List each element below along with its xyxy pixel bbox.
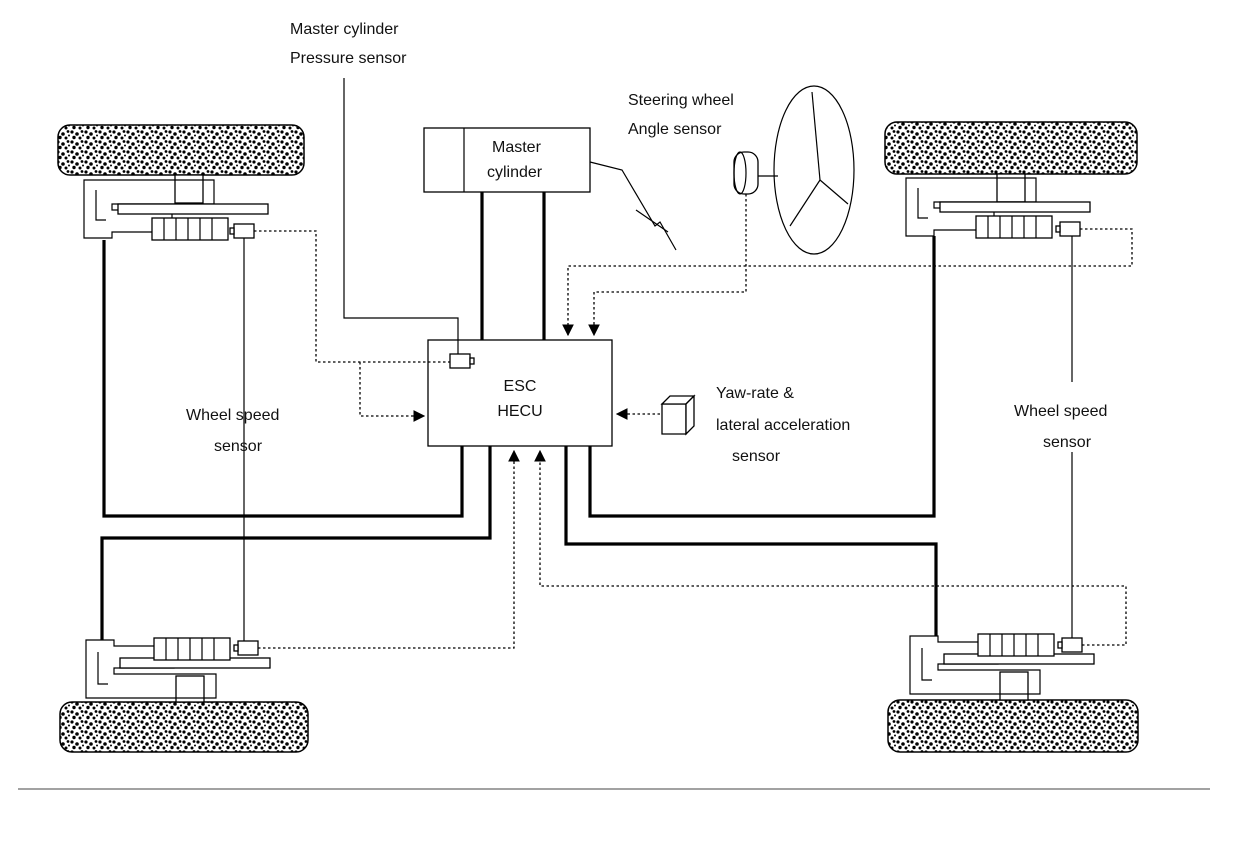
signal-lines — [254, 194, 1133, 649]
tire-front-right — [884, 121, 1138, 175]
label-steering-2: Angle sensor — [628, 121, 722, 138]
label-master-cylinder-2: cylinder — [487, 164, 543, 181]
label-wss-right-1: Wheel speed — [1014, 403, 1107, 420]
hydraulic-lines — [100, 192, 938, 640]
wheel-assembly-rear-left — [85, 637, 271, 703]
tire-front-left — [57, 124, 305, 176]
yaw-rate-sensor — [660, 394, 696, 436]
label-ecu-1: ESC — [504, 378, 537, 395]
wheel-speed-sensor-front-right — [1059, 221, 1081, 237]
brake-pedal-linkage — [589, 161, 677, 251]
label-ecu-2: HECU — [497, 403, 542, 420]
label-wss-left-2: sensor — [214, 438, 263, 455]
label-master-pressure-1: Master cylinder — [290, 21, 399, 38]
wheel-speed-sensor-rear-right — [1061, 637, 1083, 653]
label-wss-right-2: sensor — [1043, 434, 1092, 451]
label-yaw-2: lateral acceleration — [716, 417, 850, 434]
label-steering-1: Steering wheel — [628, 92, 734, 109]
master-cylinder — [423, 127, 591, 193]
wheel-speed-sensor-rear-left — [237, 640, 259, 656]
label-yaw-1: Yaw-rate & — [716, 385, 794, 402]
pressure-sensor-wire — [343, 78, 459, 354]
tire-rear-left — [59, 701, 309, 753]
steering-angle-sensor — [733, 151, 759, 195]
tire-rear-right — [887, 699, 1139, 753]
label-yaw-3: sensor — [732, 448, 781, 465]
wheel-speed-sensor-front-left — [233, 223, 255, 239]
wheel-assembly-rear-right — [909, 633, 1095, 701]
label-wss-left-1: Wheel speed — [186, 407, 279, 424]
master-pressure-sensor — [449, 353, 475, 369]
label-master-pressure-2: Pressure sensor — [290, 50, 407, 67]
wheel-assembly-front-left — [83, 174, 269, 241]
label-master-cylinder-1: Master — [492, 139, 542, 156]
wheel-assembly-front-right — [905, 173, 1091, 239]
steering-wheel — [773, 85, 855, 255]
